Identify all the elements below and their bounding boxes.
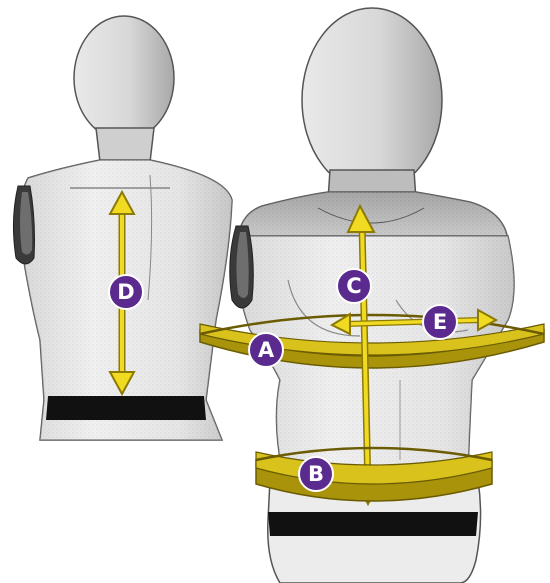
marker-a: A [249,333,283,367]
marker-b: B [299,457,333,491]
marker-c: C [337,269,371,303]
marker-b-label: B [308,462,324,486]
marker-d-label: D [117,280,134,304]
marker-e: E [423,305,457,339]
front-head [302,8,442,192]
marker-c-label: C [346,274,361,298]
back-neck [96,128,154,162]
marker-e-label: E [433,310,447,334]
marker-d: D [109,275,143,309]
marker-a-label: A [258,338,275,362]
back-head [74,16,174,140]
front-hip-band [268,512,478,536]
back-waist-band [46,396,206,420]
